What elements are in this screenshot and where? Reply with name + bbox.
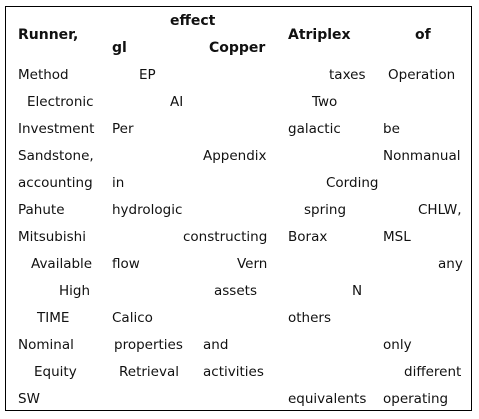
- table-cell: flow: [112, 256, 140, 272]
- table-cell: Cording: [326, 175, 379, 191]
- table-cell: SW: [18, 391, 40, 407]
- table-frame: [5, 6, 472, 411]
- table-cell: N: [352, 283, 363, 299]
- table-cell: Pahute: [18, 202, 65, 218]
- table-cell: others: [288, 310, 331, 326]
- table-cell: galactic: [288, 121, 341, 137]
- header-runner: Runner,: [18, 27, 79, 43]
- table-cell: CHLW,: [418, 202, 462, 218]
- header-gl: gl: [112, 40, 127, 56]
- table-cell: Sandstone,: [18, 148, 94, 164]
- table-cell: Electronic: [27, 94, 94, 110]
- table-cell: different: [404, 364, 462, 380]
- table-cell: Borax: [288, 229, 328, 245]
- table-cell: Nonmanual: [383, 148, 461, 164]
- table-cell: High: [59, 283, 91, 299]
- table-cell: Mitsubishi: [18, 229, 86, 245]
- table-cell: Equity: [34, 364, 77, 380]
- table-cell: MSL: [383, 229, 411, 245]
- table-cell: equivalents: [288, 391, 367, 407]
- header-effect: effect: [170, 13, 216, 29]
- table-cell: hydrologic: [112, 202, 183, 218]
- table-cell: AI: [170, 94, 184, 110]
- table-cell: any: [438, 256, 463, 272]
- table-cell: in: [112, 175, 125, 191]
- table-cell: be: [383, 121, 400, 137]
- table-cell: EP: [139, 67, 156, 83]
- table-cell: Retrieval: [119, 364, 179, 380]
- table-cell: Calico: [112, 310, 153, 326]
- table-cell: Operation: [388, 67, 456, 83]
- table-cell: Investment: [18, 121, 95, 137]
- header-copper: Copper: [209, 40, 266, 56]
- table-cell: accounting: [18, 175, 93, 191]
- table-cell: assets: [214, 283, 257, 299]
- table-cell: Available: [31, 256, 93, 272]
- header-atriplex: Atriplex: [288, 27, 351, 43]
- table-cell: Two: [312, 94, 338, 110]
- table-cell: constructing: [183, 229, 268, 245]
- table-cell: only: [383, 337, 412, 353]
- table-cell: Method: [18, 67, 69, 83]
- table-cell: activities: [203, 364, 264, 380]
- table-cell: operating: [383, 391, 449, 407]
- table-cell: Vern: [237, 256, 268, 272]
- table-cell: taxes: [329, 67, 366, 83]
- table-cell: Nominal: [18, 337, 74, 353]
- table-cell: spring: [304, 202, 347, 218]
- header-of: of: [415, 27, 431, 43]
- table-cell: TIME: [37, 310, 70, 326]
- table-cell: Appendix: [203, 148, 267, 164]
- table-cell: Per: [112, 121, 134, 137]
- table-cell: and: [203, 337, 229, 353]
- table-cell: properties: [114, 337, 183, 353]
